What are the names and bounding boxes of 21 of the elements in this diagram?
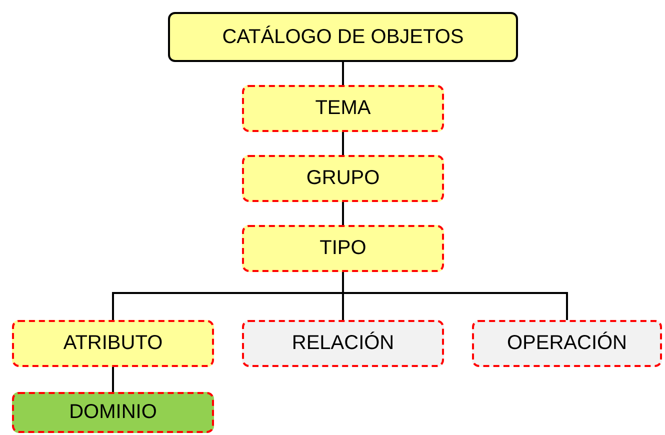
box-label: TEMA [315, 97, 371, 120]
box-label: RELACIÓN [292, 332, 394, 355]
box-label: DOMINIO [69, 401, 157, 424]
box-label: ATRIBUTO [63, 332, 163, 355]
category-box [472, 320, 662, 367]
connector-line [342, 62, 344, 85]
category-box [242, 85, 444, 132]
category-box [12, 320, 214, 367]
category-box [242, 225, 444, 272]
root-box [168, 12, 518, 62]
category-box [242, 155, 444, 202]
connector-line [342, 272, 568, 320]
connector-line [112, 367, 114, 392]
connector-line [342, 202, 344, 225]
box-label: TIPO [320, 237, 366, 260]
box-label: OPERACIÓN [506, 332, 628, 355]
box-label: CATÁLOGO DE OBJETOS [222, 26, 464, 48]
box-label: GRUPO [306, 167, 380, 190]
category-box [12, 392, 214, 433]
connector-line [342, 132, 344, 155]
category-box [242, 320, 444, 367]
